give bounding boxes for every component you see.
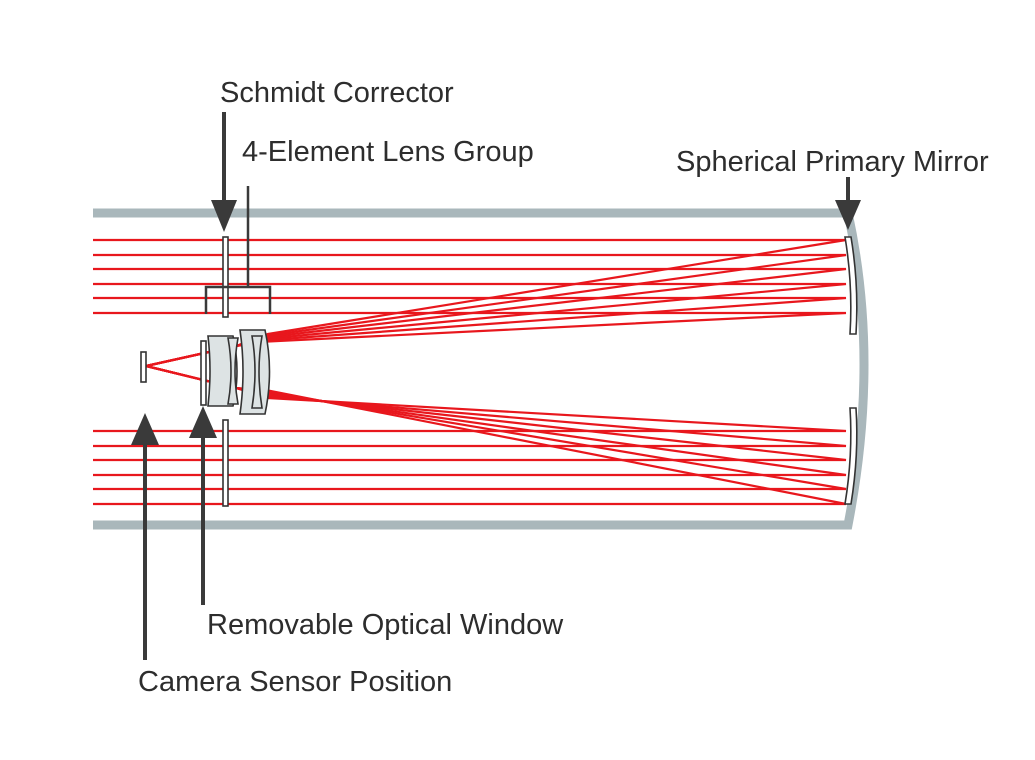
lens-group-bracket [204,186,272,314]
camera-sensor [140,351,147,383]
primary-mirror-upper [844,236,858,335]
lens-element-4 [251,335,263,409]
spherical-primary-mirror [844,236,858,505]
primary-mirror-label: Spherical Primary Mirror [676,146,989,178]
telescope-tube [93,208,869,530]
lens-group [207,329,271,415]
schmidt-corrector-plate [222,236,229,507]
schmidt-corrector-upper [222,236,229,318]
sensor-position-arrow [131,413,159,660]
schmidt-corrector-lower [222,419,229,507]
optical-window [200,340,207,406]
optical-window-label: Removable Optical Window [207,609,564,641]
lens-group-label: 4-Element Lens Group [242,136,534,168]
sensor-position-label: Camera Sensor Position [138,666,452,698]
primary-mirror-lower [844,407,858,505]
optical-window-arrow [189,406,217,605]
schmidt-corrector-label: Schmidt Corrector [220,77,454,109]
schmidt-corrector-arrow [211,112,237,232]
lens-element-2 [227,337,239,405]
primary-mirror-arrow [835,177,861,230]
